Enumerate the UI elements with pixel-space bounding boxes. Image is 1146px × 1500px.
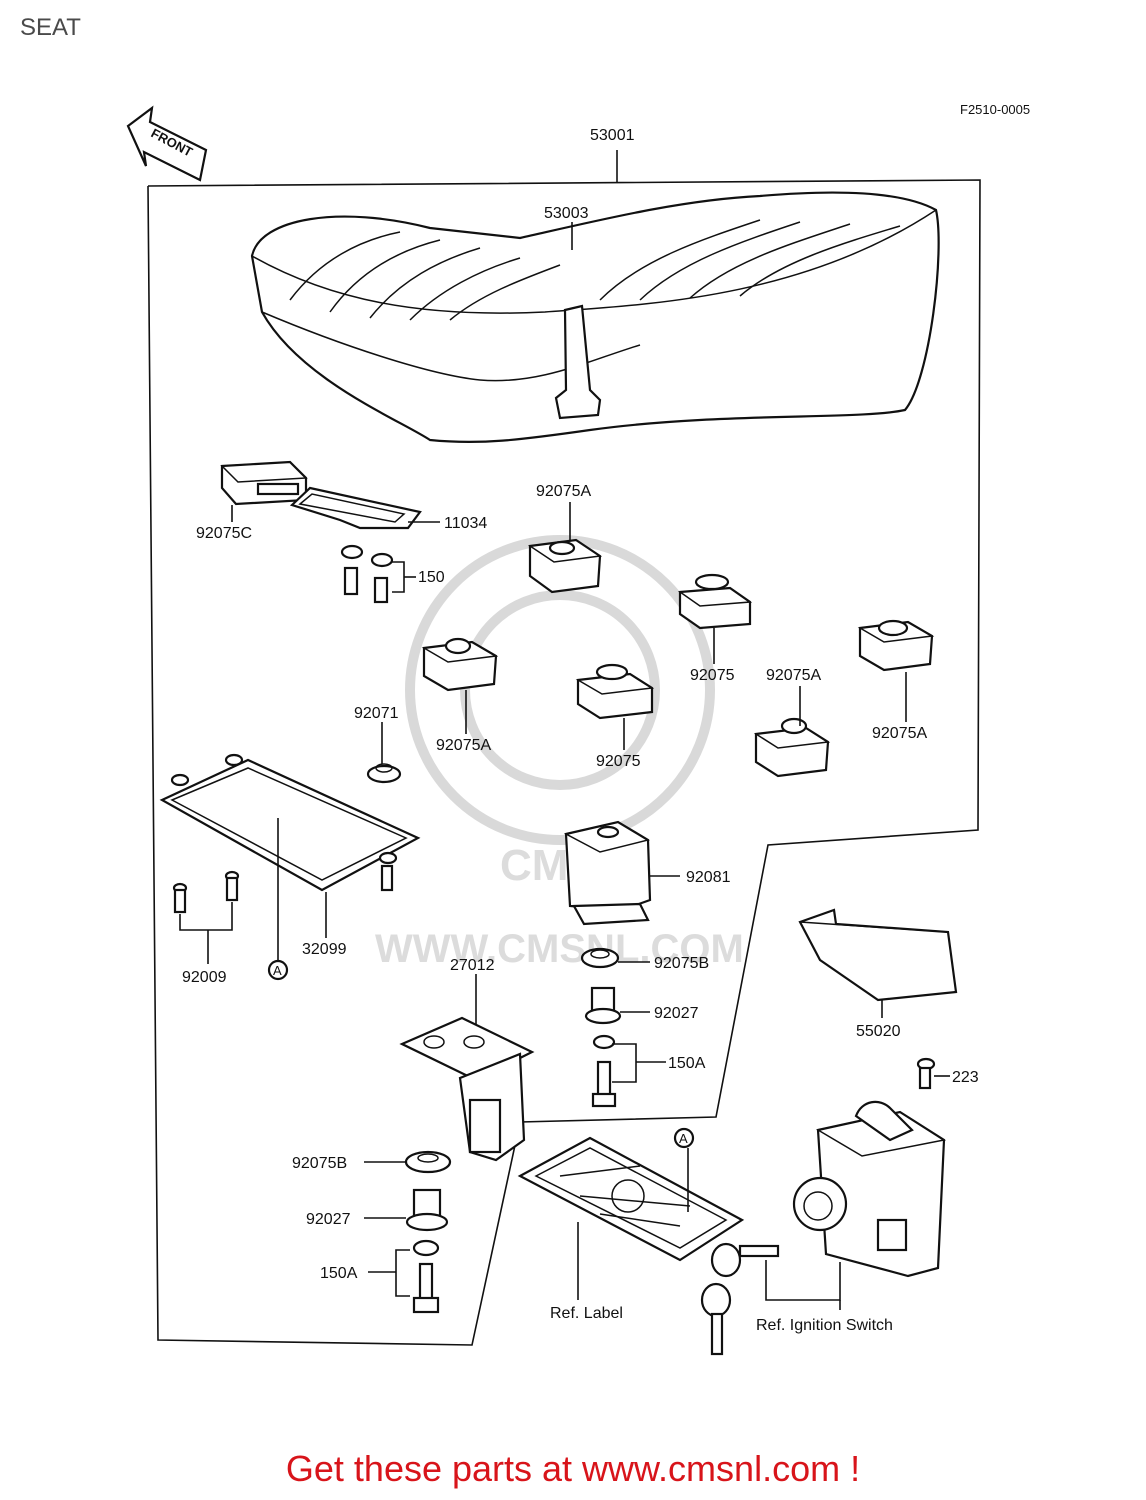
screws-92009 bbox=[172, 870, 240, 964]
part-label-27012: 27012 bbox=[450, 957, 495, 974]
assembly-boundary bbox=[147, 179, 981, 1346]
part-label-A-1: A bbox=[273, 963, 282, 978]
holder-92081 bbox=[563, 820, 652, 926]
part-label-ref-ignition-switch: Ref. Ignition Switch bbox=[756, 1317, 893, 1334]
bolts-150 bbox=[340, 544, 416, 604]
watermark-url-text: WWW.CMSNL.COM bbox=[375, 927, 744, 971]
grommet-92071 bbox=[366, 763, 402, 784]
part-label-92075A-farright: 92075A bbox=[872, 725, 927, 742]
part-label-223: 223 bbox=[952, 1069, 979, 1086]
part-label-53001: 53001 bbox=[590, 127, 635, 144]
part-label-92075A-top: 92075A bbox=[536, 483, 591, 500]
leader-ref-ignition bbox=[765, 1260, 841, 1301]
cushion-92075A-left bbox=[421, 637, 499, 692]
part-label-ref-label: Ref. Label bbox=[550, 1305, 623, 1322]
part-label-92027-left: 92027 bbox=[306, 1211, 351, 1228]
diagram-code: F2510-0005 bbox=[960, 102, 1030, 117]
get-parts-link[interactable]: Get these parts at www.cmsnl.com ! bbox=[285, 1448, 861, 1489]
ref-marker-A-1 bbox=[267, 959, 289, 981]
part-label-55020: 55020 bbox=[856, 1023, 901, 1040]
part-label-92075B-right: 92075B bbox=[654, 955, 709, 972]
part-label-92075-right: 92075 bbox=[690, 667, 735, 684]
ignition-switch bbox=[792, 1100, 946, 1278]
cushion-92075A-top bbox=[527, 538, 603, 594]
cushion-92075A-lowright bbox=[753, 717, 831, 778]
collar-92027-right bbox=[584, 986, 622, 1025]
page-title: SEAT bbox=[20, 14, 81, 41]
part-label-150: 150 bbox=[418, 569, 445, 586]
bolt-150A-left bbox=[368, 1239, 440, 1314]
ref-label-sheet bbox=[517, 1136, 745, 1262]
collar-92027-left bbox=[405, 1188, 449, 1232]
grommet-92075B-left bbox=[404, 1150, 452, 1174]
part-label-92027-right: 92027 bbox=[654, 1005, 699, 1022]
ignition-keys-icon bbox=[700, 1242, 780, 1356]
bracket-27012 bbox=[399, 1016, 535, 1162]
part-label-92075A-left: 92075A bbox=[436, 737, 491, 754]
part-label-32099: 32099 bbox=[302, 941, 347, 958]
cushion-92075-middle bbox=[575, 663, 655, 720]
part-label-11034: 11034 bbox=[444, 515, 487, 532]
part-label-92081: 92081 bbox=[686, 869, 731, 886]
screw-223 bbox=[916, 1057, 936, 1090]
cushion-92075A-farright bbox=[857, 619, 935, 672]
part-label-53003: 53003 bbox=[544, 205, 589, 222]
part-label-92071: 92071 bbox=[354, 705, 399, 722]
grommet-92075B-right bbox=[580, 947, 620, 969]
part-label-150A-right: 150A bbox=[668, 1055, 706, 1072]
part-label-A-2: A bbox=[679, 1131, 688, 1146]
cms-watermark-logo: CMS WWW.CMSNL.COM bbox=[375, 535, 744, 971]
cover-55020 bbox=[798, 908, 958, 1002]
part-label-92075B-left: 92075B bbox=[292, 1155, 347, 1172]
cushion-92075-right bbox=[677, 573, 753, 630]
ref-marker-A-2 bbox=[673, 1127, 695, 1149]
part-label-92075C: 92075C bbox=[196, 525, 252, 542]
part-label-92075-middle: 92075 bbox=[596, 753, 641, 770]
seat-53003 bbox=[250, 191, 940, 444]
part-label-92009: 92009 bbox=[182, 969, 227, 986]
bolt-150A-right bbox=[591, 1034, 666, 1108]
front-arrow-icon: FRONT bbox=[126, 105, 208, 182]
tray-32099 bbox=[159, 753, 421, 892]
part-label-92075A-lowright: 92075A bbox=[766, 667, 821, 684]
bracket-11034 bbox=[289, 486, 422, 530]
part-label-150A-left: 150A bbox=[320, 1265, 358, 1282]
cushion-92075C bbox=[220, 460, 308, 506]
